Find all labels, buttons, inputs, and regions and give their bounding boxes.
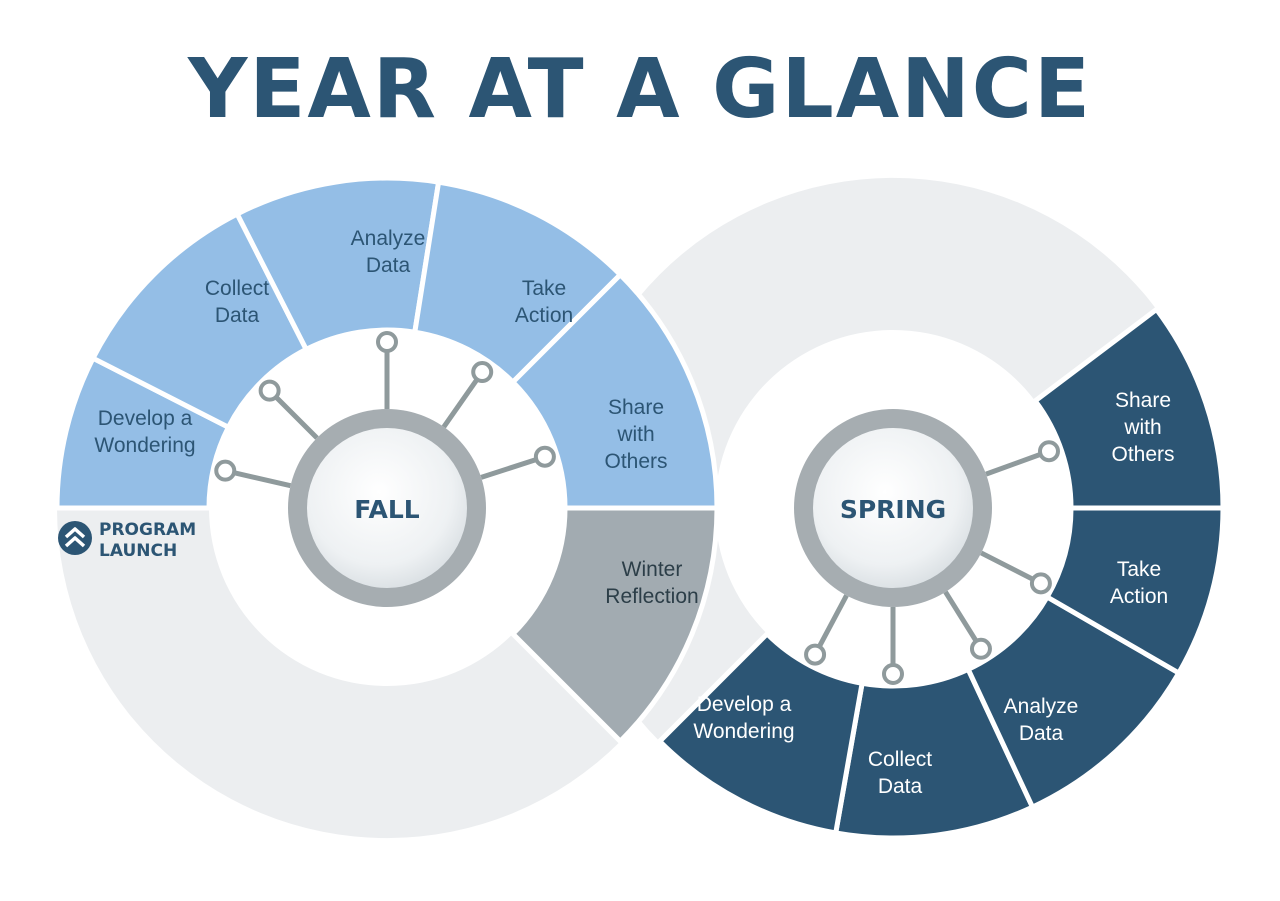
fall-segment-3	[233, 175, 442, 353]
fall-connector-node	[214, 459, 237, 482]
logo-text-line1: PROGRAM	[99, 520, 196, 540]
fall-hub: FALL	[288, 409, 486, 607]
fall-connector-node	[258, 379, 281, 402]
spring-segment-label-line: Data	[1019, 722, 1064, 745]
spring-hub-label: SPRING	[840, 495, 946, 524]
spring-connector-node	[1029, 572, 1052, 595]
winter-segment	[509, 505, 720, 745]
spring-segments	[656, 305, 1226, 841]
fall-segment-2	[89, 210, 310, 431]
spring-connector-node	[804, 643, 827, 666]
spring-segment-label-line: Take	[1117, 558, 1161, 581]
spring-connector-node	[882, 663, 904, 685]
spring-connector-node	[969, 637, 992, 660]
fall-connector-line	[441, 370, 485, 429]
fall-connector-line	[224, 468, 292, 489]
spring-segment-2	[656, 630, 865, 836]
fall-segment-5	[509, 271, 720, 511]
fall-segment-label-line: Share	[608, 396, 664, 419]
spring-connector-line	[943, 590, 984, 651]
spring-connector-line	[980, 550, 1043, 586]
fall-segment-label-line: with	[616, 423, 654, 446]
program-launch-logo: PROGRAM LAUNCH	[58, 520, 196, 561]
spring-segment-5	[1031, 305, 1226, 511]
fall-connector-node	[376, 331, 398, 353]
fall-segment-label-line: Action	[515, 304, 573, 327]
fall-segment-label-line: Take	[522, 277, 566, 300]
fall-segment-label-line: Wondering	[94, 434, 195, 457]
spring-connectors	[804, 440, 1060, 685]
fall-segment-label-line: Others	[604, 450, 667, 473]
fall-connectors	[214, 331, 556, 489]
winter-segment-label-line: Winter	[622, 558, 683, 581]
spring-segment-label-line: Share	[1115, 389, 1171, 412]
fall-segment-label-line: Analyze	[351, 227, 426, 250]
fall-segments	[54, 175, 720, 511]
fall-segment-label-line: Collect	[205, 277, 269, 300]
spring-segment-label-line: Data	[878, 775, 923, 798]
spring-segment-label-line: Wondering	[693, 720, 794, 743]
fall-segment-1	[54, 354, 232, 511]
spring-segment-label-line: Collect	[868, 748, 932, 771]
spring-connector-line	[812, 594, 849, 656]
spring-segment-label-line: Analyze	[1004, 695, 1079, 718]
fall-connector-node	[533, 445, 556, 468]
fall-connector-node	[471, 361, 494, 384]
fall-segment-label: Develop a Wondering	[94, 407, 195, 457]
fall-segment-4	[411, 179, 624, 386]
spring-segment-label-line: with	[1123, 416, 1161, 439]
fall-connector-line	[267, 388, 319, 440]
spring-connector-line	[985, 448, 1050, 477]
logo-text-line2: LAUNCH	[99, 541, 177, 561]
spring-segment-label: Develop a Wondering	[693, 693, 794, 743]
winter-segment-label-line: Reflection	[605, 585, 698, 608]
fall-segment-label-line: Data	[215, 304, 260, 327]
spring-connector-node	[1037, 440, 1060, 463]
fall-connector-line	[480, 454, 546, 480]
fall-hub-label: FALL	[354, 495, 419, 524]
spring-segment-label-line: Action	[1110, 585, 1168, 608]
fall-segment-label-line: Data	[366, 254, 411, 277]
winter-segments	[509, 505, 720, 745]
spring-segment-label-line: Develop a	[697, 693, 792, 716]
page-title: YEAR AT A GLANCE	[188, 42, 1092, 137]
fall-segment-label-line: Develop a	[98, 407, 193, 430]
spring-segment-label-line: Others	[1111, 443, 1174, 466]
spring-hub: SPRING	[794, 409, 992, 607]
